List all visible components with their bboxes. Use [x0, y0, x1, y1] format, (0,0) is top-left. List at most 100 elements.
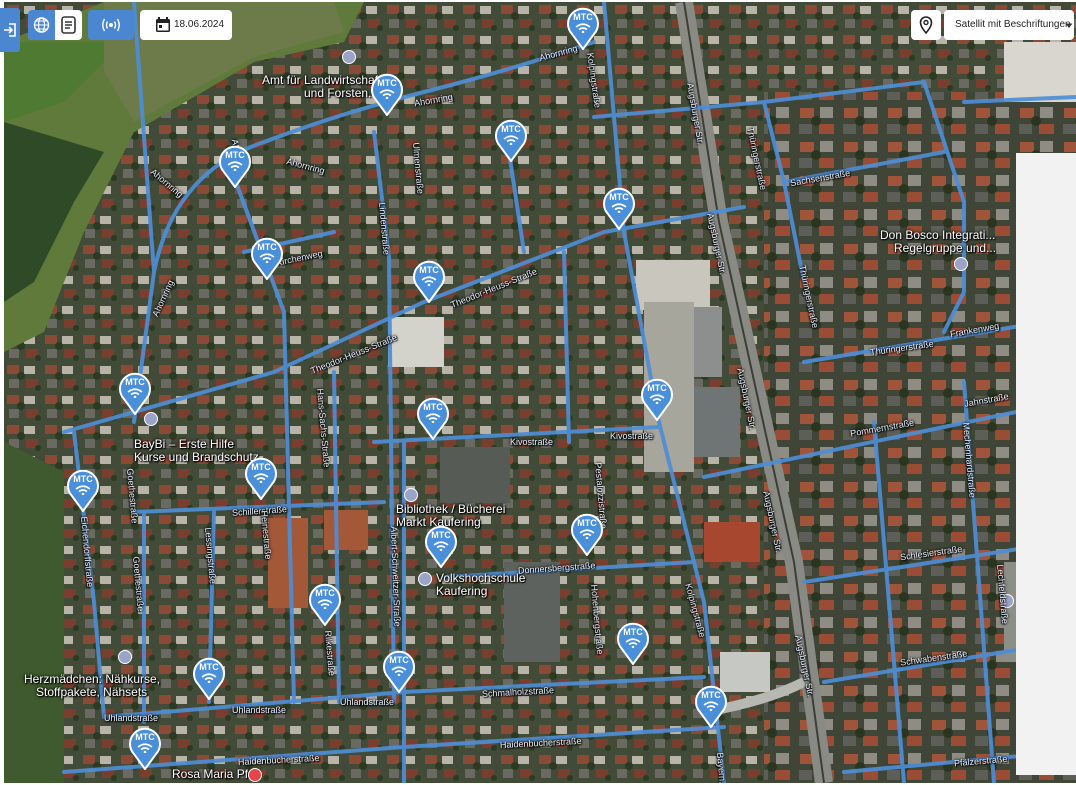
wifi-icon — [649, 394, 665, 404]
marker-label: MTC — [251, 462, 271, 472]
place-label-don-bosco[interactable]: Don Bosco Integrati... — [880, 228, 996, 242]
place-label-bibliothek-2[interactable]: Markt Kaufering — [396, 515, 481, 529]
poi-pin-icon[interactable] — [248, 768, 262, 782]
wifi-icon — [201, 673, 217, 683]
marker-pin-icon — [67, 469, 99, 512]
place-label-herzmaedchen-2[interactable]: Stoffpakete, Nähsets — [36, 685, 148, 699]
street-label: Uhlandstraße — [232, 705, 287, 715]
sidebar-toggle-button[interactable] — [0, 8, 20, 52]
marker-label: MTC — [125, 377, 145, 387]
mtc-marker[interactable]: MTC — [370, 70, 404, 116]
place-label-vhs[interactable]: Volkshochschule — [436, 571, 526, 585]
place-label-rosa-maria-pfeil[interactable]: Rosa Maria Pfeil — [172, 767, 261, 781]
chevron-down-icon — [1065, 23, 1073, 28]
wifi-icon — [579, 529, 595, 539]
mtc-marker[interactable]: MTC — [118, 369, 152, 415]
wifi-icon — [575, 23, 591, 33]
marker-label: MTC — [257, 242, 277, 252]
poi-pin-icon[interactable] — [418, 572, 432, 586]
marker-label: MTC — [389, 655, 409, 665]
wifi-icon — [75, 485, 91, 495]
signal-view-button[interactable] — [88, 10, 134, 40]
wifi-icon — [421, 276, 437, 286]
map-layer-selected: Satellit mit Beschriftungen — [955, 19, 1071, 30]
poi-pin-icon[interactable] — [954, 257, 968, 271]
place-label-baybi[interactable]: BayBi – Erste Hilfe — [134, 437, 235, 451]
place-label-amt-2[interactable]: und Forsten... — [304, 86, 379, 100]
wifi-icon — [625, 638, 641, 648]
map-layer-select[interactable]: Satellit mit Beschriftungen — [944, 10, 1074, 40]
mtc-marker[interactable]: MTC — [308, 580, 342, 626]
marker-label: MTC — [577, 518, 597, 528]
marker-label: MTC — [225, 150, 245, 160]
poi-pin-icon[interactable] — [1000, 594, 1014, 608]
wifi-icon — [611, 203, 627, 213]
street-label: Kivostraße — [510, 437, 554, 447]
wifi-icon — [253, 473, 269, 483]
place-label-amt[interactable]: Amt für Landwirtschaft — [262, 73, 382, 87]
marker-pin-icon — [383, 650, 415, 693]
calendar-icon — [156, 17, 170, 32]
poi-pin-icon[interactable] — [342, 50, 356, 64]
marker-label: MTC — [315, 588, 335, 598]
marker-label: MTC — [573, 12, 593, 22]
wifi-icon — [391, 666, 407, 676]
mtc-marker[interactable]: MTC — [128, 724, 162, 770]
mtc-marker[interactable]: MTC — [570, 510, 604, 556]
list-view-button[interactable] — [55, 10, 82, 40]
globe-view-button[interactable] — [28, 10, 55, 40]
marker-pin-icon — [695, 685, 727, 728]
mtc-marker[interactable]: MTC — [640, 375, 674, 421]
street-label: Kivostraße — [610, 431, 654, 441]
mtc-marker[interactable]: MTC — [66, 466, 100, 512]
mtc-marker[interactable]: MTC — [244, 454, 278, 500]
mtc-marker[interactable]: MTC — [694, 682, 728, 728]
place-label-baybi-2[interactable]: Kurse und Brandschutz — [134, 450, 259, 464]
marker-label: MTC — [419, 265, 439, 275]
marker-label: MTC — [609, 192, 629, 202]
marker-pin-icon — [309, 583, 341, 626]
mtc-marker[interactable]: MTC — [412, 257, 446, 303]
marker-pin-icon — [219, 145, 251, 188]
place-label-don-bosco-2[interactable]: Regelgruppe und... — [894, 241, 997, 255]
marker-pin-icon — [571, 513, 603, 556]
marker-pin-icon — [567, 7, 599, 50]
marker-pin-icon — [495, 119, 527, 162]
satellite-map[interactable]: Amt für Landwirtschaft und Forsten... Do… — [4, 2, 1076, 783]
mtc-marker[interactable]: MTC — [250, 234, 284, 280]
mtc-marker[interactable]: MTC — [566, 4, 600, 50]
street-label: Uhlandstraße — [104, 713, 159, 723]
wifi-icon — [127, 388, 143, 398]
marker-pin-icon — [251, 237, 283, 280]
signal-icon — [102, 18, 120, 32]
marker-pin-icon — [617, 622, 649, 665]
marker-pin-icon — [119, 372, 151, 415]
wifi-icon — [425, 413, 441, 423]
place-label-herzmaedchen[interactable]: Herzmädchen: Nähkurse, — [24, 672, 161, 686]
marker-label: MTC — [647, 383, 667, 393]
mtc-marker[interactable]: MTC — [192, 654, 226, 700]
side-panel — [1016, 153, 1076, 775]
marker-label: MTC — [199, 662, 219, 672]
wifi-icon — [433, 541, 449, 551]
marker-pin-icon — [245, 457, 277, 500]
street-label: Uhlandstraße — [340, 697, 395, 707]
poi-pin-icon[interactable] — [404, 488, 418, 502]
mtc-marker[interactable]: MTC — [494, 116, 528, 162]
place-label-bibliothek[interactable]: Bibliothek / Bücherei — [396, 502, 506, 516]
mtc-marker[interactable]: MTC — [424, 522, 458, 568]
wifi-icon — [137, 743, 153, 753]
mtc-marker[interactable]: MTC — [218, 142, 252, 188]
date-picker[interactable]: 18.06.2024 — [140, 10, 232, 40]
place-label-vhs-2[interactable]: Kaufering — [436, 584, 488, 598]
mtc-marker[interactable]: MTC — [602, 184, 636, 230]
marker-pin-icon — [641, 378, 673, 421]
list-icon — [61, 16, 76, 34]
location-button[interactable] — [911, 10, 941, 40]
mtc-marker[interactable]: MTC — [416, 394, 450, 440]
poi-pin-icon[interactable] — [144, 412, 158, 426]
mtc-marker[interactable]: MTC — [616, 619, 650, 665]
poi-pin-icon[interactable] — [118, 650, 132, 664]
mtc-marker[interactable]: MTC — [382, 647, 416, 693]
